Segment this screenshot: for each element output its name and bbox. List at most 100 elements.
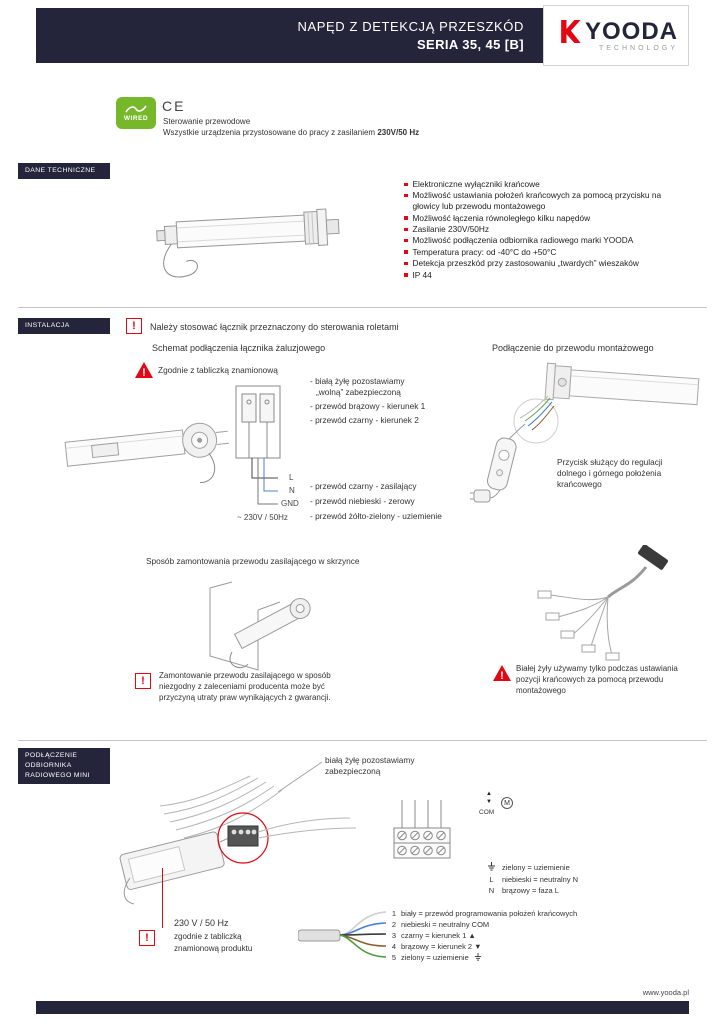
left-diagram-heading: Schemat podłączenia łącznika żaluzjowego (152, 343, 326, 353)
wire-text: brązowy = kierunek 2 ▼ (401, 942, 482, 951)
nameplate-note: Zgodnie z tabliczką znamionową (158, 365, 278, 375)
tech-bullet-text: Możliwość łączenia równoległego kilku na… (412, 212, 591, 223)
warning-mark: ! (145, 931, 149, 944)
tech-bullet-text: Zasilanie 230V/50Hz (412, 223, 490, 234)
tech-bullet-text: Możliwość ustawiania położeń krańcowych … (412, 190, 662, 212)
wire-number: 1 (391, 909, 396, 918)
supply-label: ~ 230V / 50Hz (237, 513, 288, 522)
warning-icon: ! (139, 930, 155, 946)
box-heading: Sposób zamontowania przewodu zasilająceg… (146, 556, 360, 566)
com-label: COM (479, 809, 495, 816)
note-black-wire-supply: - przewód czarny - zasilający (310, 481, 417, 491)
tech-bullet: Elektroniczne wyłączniki krańcowe (404, 179, 668, 190)
warning-triangle-icon: ! (493, 665, 511, 682)
tech-bullet-text: IP 44 (412, 269, 432, 280)
tech-bullet-text: Możliwość podłączenia odbiornika radiowe… (412, 235, 634, 246)
wire-color-list: 1 biały = przewód programowania położeń k… (388, 908, 577, 963)
logo-sub-text: TECHNOLOGY (598, 44, 678, 52)
wire-text: biały = przewód programowania położeń kr… (401, 909, 578, 918)
up-arrow-icon: ▲ (486, 791, 492, 797)
ce-mark: CE (162, 98, 186, 114)
wire-bundle-drawing (537, 545, 668, 661)
header-titles: NAPĘD Z DETEKCJĄ PRZESZKÓD SERIA 35, 45 … (36, 8, 534, 63)
note-white-wire-2: „wolną” zabezpieczoną (316, 387, 401, 397)
bullet-icon (404, 261, 408, 266)
legend-text: brązowy = faza L (502, 886, 559, 896)
yooda-logo-icon (561, 20, 581, 43)
bullet-icon (404, 216, 408, 220)
down-arrow-icon: ▼ (486, 799, 492, 805)
note-blue-wire: - przewód niebieski - zerowy (310, 496, 415, 506)
intro-line-2-text: Wszystkie urządzenia przystosowane do pr… (163, 128, 376, 137)
wire-label-n: N (289, 486, 295, 495)
footer-url: www.yooda.pl (642, 988, 689, 997)
warning-right-1: Białej żyły używamy tylko podczas ustawi… (516, 664, 678, 673)
tech-bullet-list: Elektroniczne wyłączniki krańcowe Możliw… (404, 179, 668, 281)
wire-text: niebieski = neutralny COM (401, 920, 490, 929)
legend-row: zielony = uziemienie (486, 862, 578, 874)
legend-symbol: N (488, 886, 495, 896)
ground-icon (474, 952, 482, 963)
footer-bar (36, 1001, 689, 1014)
wire-label-l: L (289, 473, 294, 482)
doc-series: SERIA 35, 45 [B] (416, 37, 524, 52)
tech-bullet-text: Temperatura pracy: od -40°C do +50°C (412, 246, 557, 257)
red-leader-line (162, 868, 163, 928)
terminal-block-drawing (393, 800, 451, 859)
switch-schematic (235, 385, 281, 505)
radio-note-2: zabezpieczoną (325, 766, 381, 776)
note-brown-wire: - przewód brązowy - kierunek 1 (310, 401, 426, 411)
wire-row: 1 biały = przewód programowania położeń k… (388, 908, 577, 919)
yooda-logo: YOODA TECHNOLOGY (543, 5, 689, 66)
intro-line-2-bold: 230V/50 Hz (377, 128, 420, 137)
install-warning-text: Należy stosować łącznik przeznaczony do … (150, 322, 399, 332)
motor-symbol: M (501, 797, 513, 809)
wired-wave-icon (125, 105, 147, 113)
intro-line-1: Sterowanie przewodowe (163, 117, 251, 126)
note-yellow-green-wire: - przewód żółto-zielony - uziemienie (310, 511, 442, 521)
tech-bullet: Zasilanie 230V/50Hz (404, 224, 668, 235)
button-note-1: Przycisk służący do regulacji (557, 457, 663, 467)
tech-bullet: Możliwość łączenia równoległego kilku na… (404, 213, 668, 224)
warning-left-2: niezgodny z zaleceniami producenta może … (159, 682, 325, 691)
legend-text: niebieski = neutralny N (502, 874, 579, 884)
motor-symbol-letter: M (504, 799, 510, 807)
tech-bullet: Możliwość podłączenia odbiornika radiowe… (404, 235, 668, 246)
section-label-line: PODŁĄCZENIE (25, 752, 78, 759)
legend-symbol: L (489, 874, 494, 884)
bullet-icon (404, 250, 408, 254)
supply-note-2: zgodnie z tabliczką (174, 932, 242, 941)
intro-line-2: Wszystkie urządzenia przystosowane do pr… (163, 128, 419, 137)
warning-right-3: montażowego (516, 686, 566, 695)
bullet-icon (404, 193, 408, 198)
legend-text: zielony = uziemienie (502, 863, 570, 873)
bullet-icon (404, 238, 408, 243)
warning-triangle-mark: ! (142, 367, 146, 379)
wire-number: 4 (391, 942, 396, 951)
warning-left-3: przyczyną utraty praw wynikających z gwa… (159, 693, 331, 702)
section-label-dane-techniczne: DANE TECHNICZNE (18, 163, 110, 179)
motor-drawing (156, 208, 340, 278)
note-white-wire-1: - białą żyłę pozostawiamy (310, 376, 405, 386)
radio-note-1: białą żyłę pozostawiamy (325, 755, 415, 765)
motor-side-drawing (64, 422, 230, 483)
logo-brand-text: YOODA (584, 17, 678, 45)
tech-bullet: Detekcja przeszkód przy zastosowaniu „tw… (404, 258, 668, 269)
warning-triangle-mark: ! (500, 670, 504, 682)
radio-receiver-drawing (119, 762, 357, 905)
section-label-instalacja: INSTALACJA (18, 318, 110, 334)
wire-row: 4 brązowy = kierunek 2 ▼ (388, 941, 577, 952)
warning-icon: ! (126, 318, 142, 334)
section-label-radio-mini: PODŁĄCZENIE ODBIORNIKA RADIOWEGO MINI (18, 748, 110, 784)
button-note-3: krańcowego (557, 479, 602, 489)
bullet-icon (404, 273, 408, 277)
ground-icon (486, 862, 497, 873)
wire-text: zielony = uziemienie (401, 953, 469, 962)
wired-label: WIRED (123, 115, 149, 122)
warning-left-1: Zamontowanie przewodu zasilającego w spo… (159, 671, 331, 680)
warning-mark: ! (132, 319, 136, 332)
